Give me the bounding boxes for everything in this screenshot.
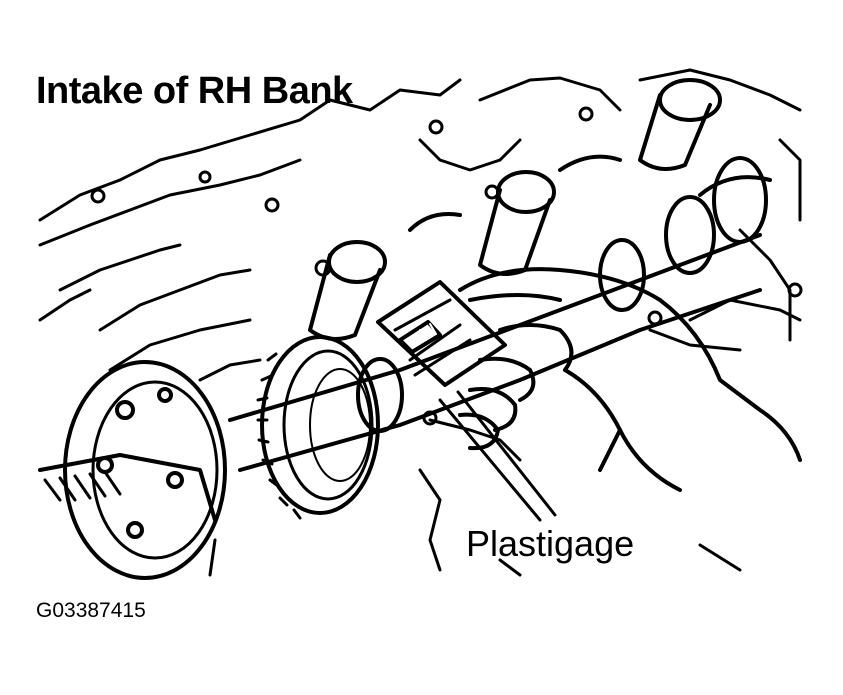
plastigage-callout-label: Plastigage bbox=[466, 523, 635, 564]
callout-leader-line bbox=[438, 390, 557, 522]
plastigage-strip bbox=[376, 280, 507, 387]
bolt-holes bbox=[90, 106, 803, 426]
valve-lifters bbox=[308, 78, 722, 341]
figure-title: Intake of RH Bank bbox=[36, 70, 353, 112]
cylinder-head-outline bbox=[38, 68, 802, 577]
figure-id: G03387415 bbox=[36, 599, 146, 622]
camshaft-timing-gear bbox=[256, 335, 404, 520]
hand bbox=[458, 267, 802, 492]
camshaft-sprocket bbox=[38, 360, 227, 580]
